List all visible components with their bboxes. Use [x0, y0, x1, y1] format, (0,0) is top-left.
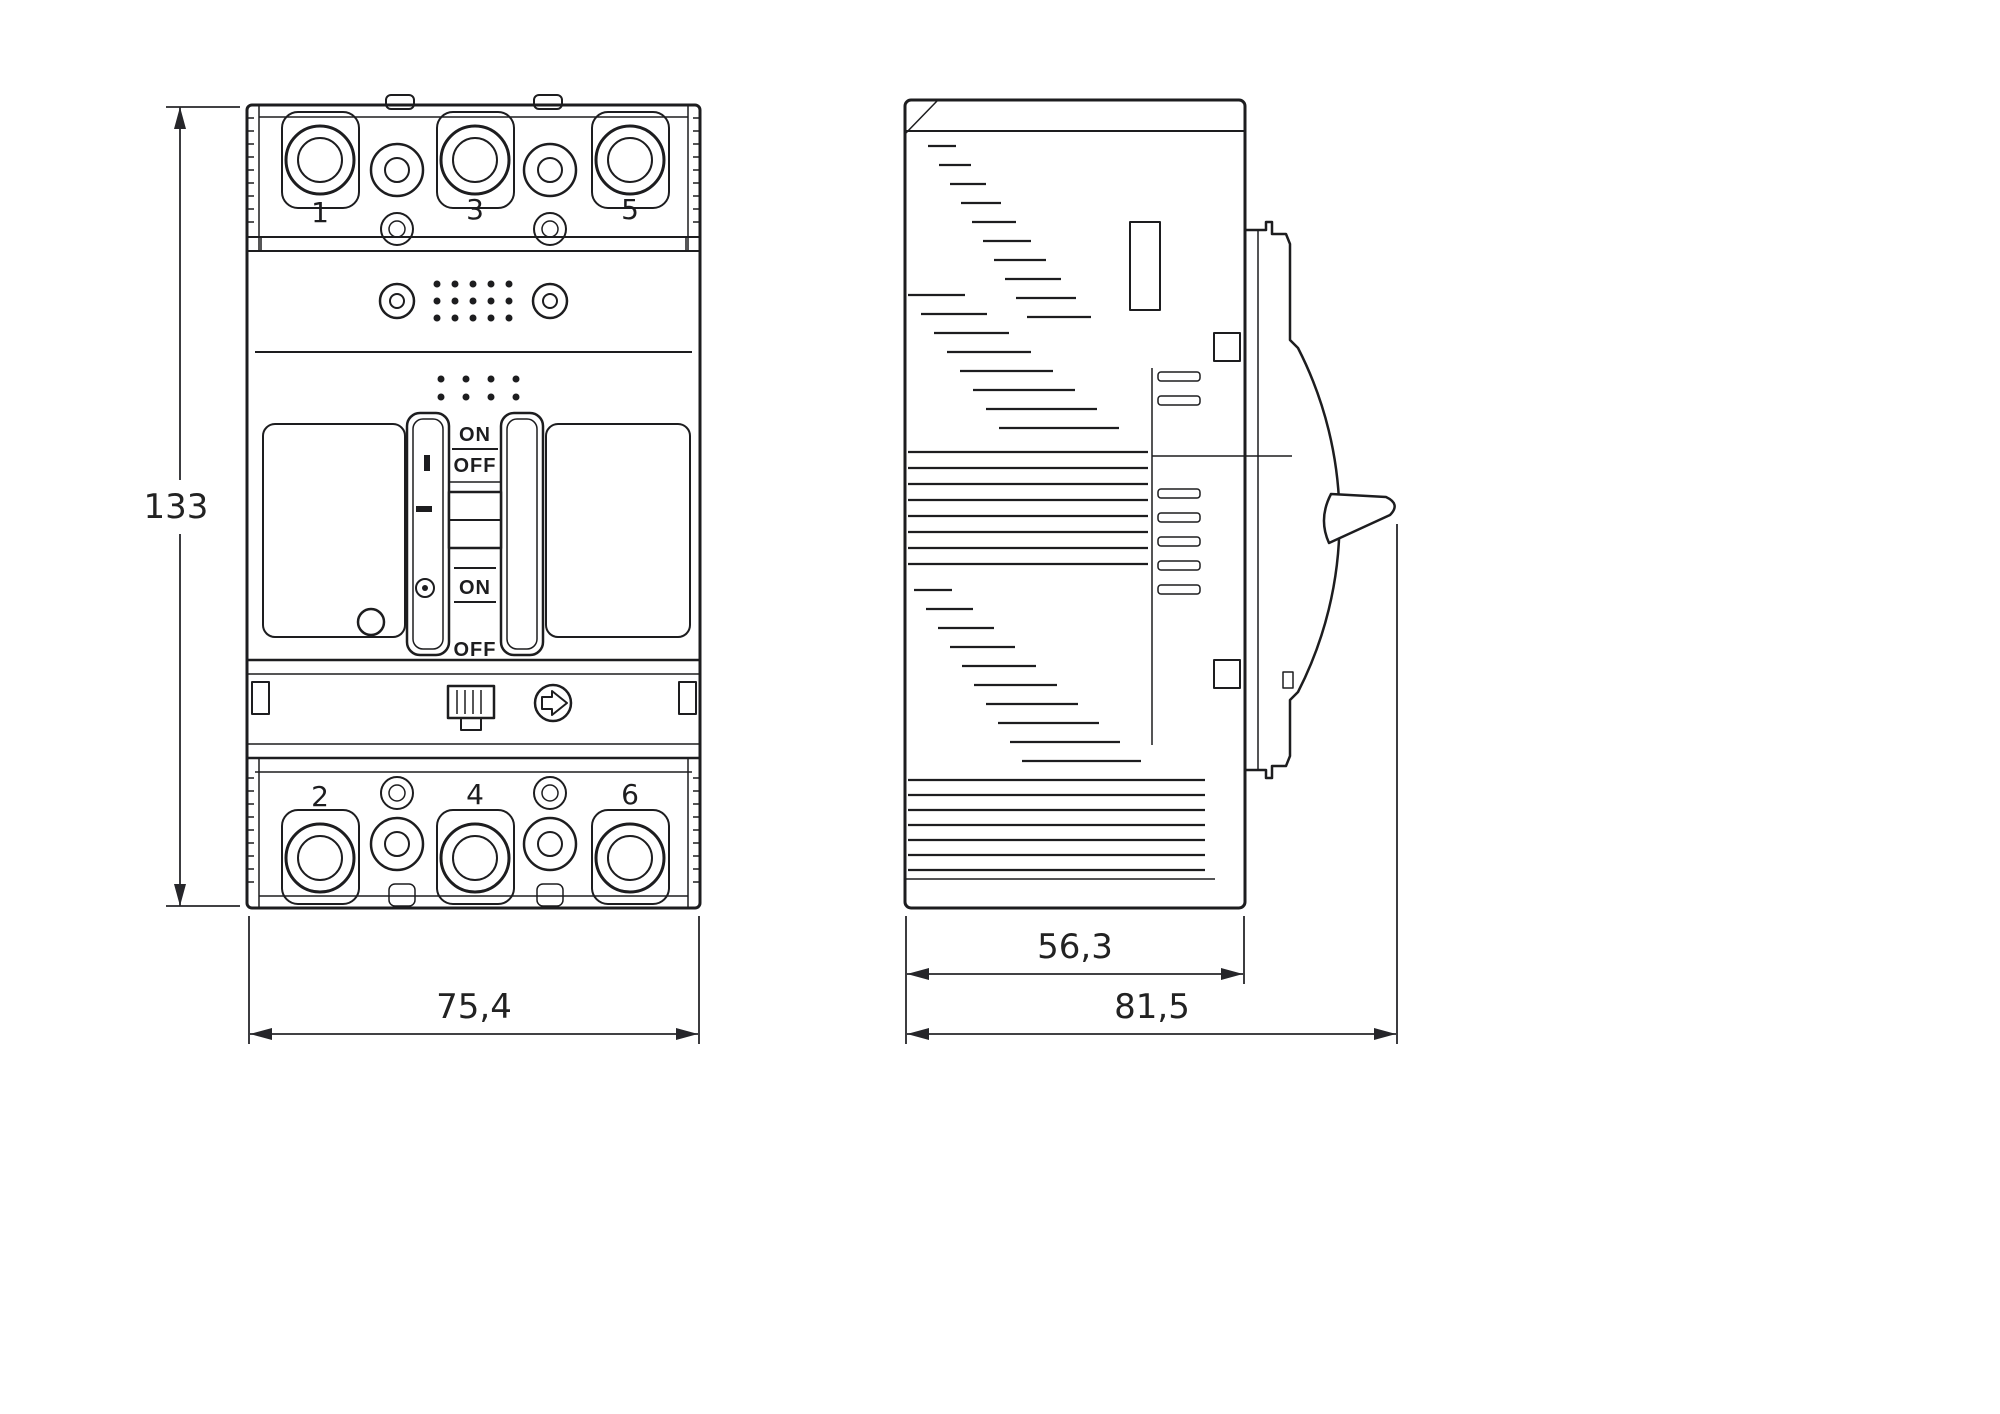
vent-band-5 — [908, 778, 1205, 872]
front-body-outline — [245, 103, 702, 910]
terminal-2-label: 2 — [311, 780, 329, 813]
control-strip — [251, 681, 697, 731]
indicator-ring — [533, 683, 573, 723]
side-slot-lower — [1213, 659, 1241, 689]
switch-off-upper-label: OFF — [454, 455, 497, 477]
terminal-5-label: 5 — [621, 193, 639, 226]
clip-left — [251, 681, 270, 715]
vent-dot-grid-2 — [437, 375, 520, 401]
dim-total-depth: 81,5 — [907, 524, 1398, 1044]
front-view: 1 3 5 ON — [245, 94, 702, 910]
bracket-hook — [1282, 671, 1294, 689]
direction-arrow-icon — [541, 690, 568, 716]
vent-dot-grid-1 — [433, 280, 513, 322]
top-tab-left — [385, 94, 415, 110]
terminal-1-label: 1 — [311, 196, 329, 229]
dim-height-label: 133 — [144, 487, 209, 527]
terminal-3 — [439, 124, 511, 196]
dimensions: 133 75,4 56,3 81,5 — [144, 106, 1398, 1044]
side-slot-upper — [1213, 332, 1241, 362]
terminal-5 — [594, 124, 666, 196]
terminal-6-label: 6 — [621, 778, 639, 811]
terminal-6 — [594, 822, 666, 894]
terminal-row-bottom: 2 4 6 — [281, 776, 670, 905]
vent-band-2 — [908, 293, 1119, 430]
switch-on-upper-label: ON — [459, 424, 491, 446]
test-button[interactable] — [356, 607, 386, 637]
toggle-screw — [415, 578, 435, 598]
switch-on-lower-label: ON — [459, 577, 491, 599]
serration-left-top — [247, 117, 254, 223]
rail-mark-vertical — [424, 455, 430, 471]
dim-body-depth-label: 56,3 — [1037, 927, 1113, 967]
dim-width-label: 75,4 — [436, 987, 512, 1027]
face-panel-left — [262, 423, 406, 638]
operating-lever[interactable] — [1322, 492, 1396, 545]
terminal-4 — [439, 822, 511, 894]
slider-handle[interactable] — [460, 717, 482, 731]
terminal-1 — [284, 124, 356, 196]
vent-band-1 — [928, 144, 1091, 319]
face-panel-right — [545, 423, 691, 638]
dim-height: 133 — [144, 106, 240, 907]
vent-band-3 — [908, 450, 1148, 566]
switch-off-lower-label: OFF — [454, 639, 497, 661]
terminal-2 — [284, 822, 356, 894]
side-body-outline — [903, 98, 1247, 910]
upper-plate — [378, 280, 569, 401]
vent-band-4 — [914, 588, 1141, 763]
top-tab-right — [533, 94, 563, 110]
serration-right-top — [693, 117, 700, 223]
dim-body-depth: 56,3 — [905, 916, 1245, 1044]
dim-width: 75,4 — [248, 916, 700, 1044]
terminal-4-label: 4 — [466, 778, 484, 811]
side-small-vents — [1157, 371, 1201, 595]
serration-right-bottom — [693, 777, 700, 883]
clip-right — [678, 681, 697, 715]
bottom-tab-left — [388, 883, 416, 907]
rail-mark-horizontal — [416, 506, 432, 512]
terminal-row-top: 1 3 5 — [281, 111, 670, 246]
toggle-switch[interactable]: ON OFF ON OFF — [405, 411, 545, 661]
side-view — [903, 98, 1396, 910]
bottom-tab-right — [536, 883, 564, 907]
side-recess-top — [1129, 221, 1161, 311]
serration-left-bottom — [247, 777, 254, 883]
terminal-3-label: 3 — [466, 193, 484, 226]
dim-total-depth-label: 81,5 — [1114, 987, 1190, 1027]
